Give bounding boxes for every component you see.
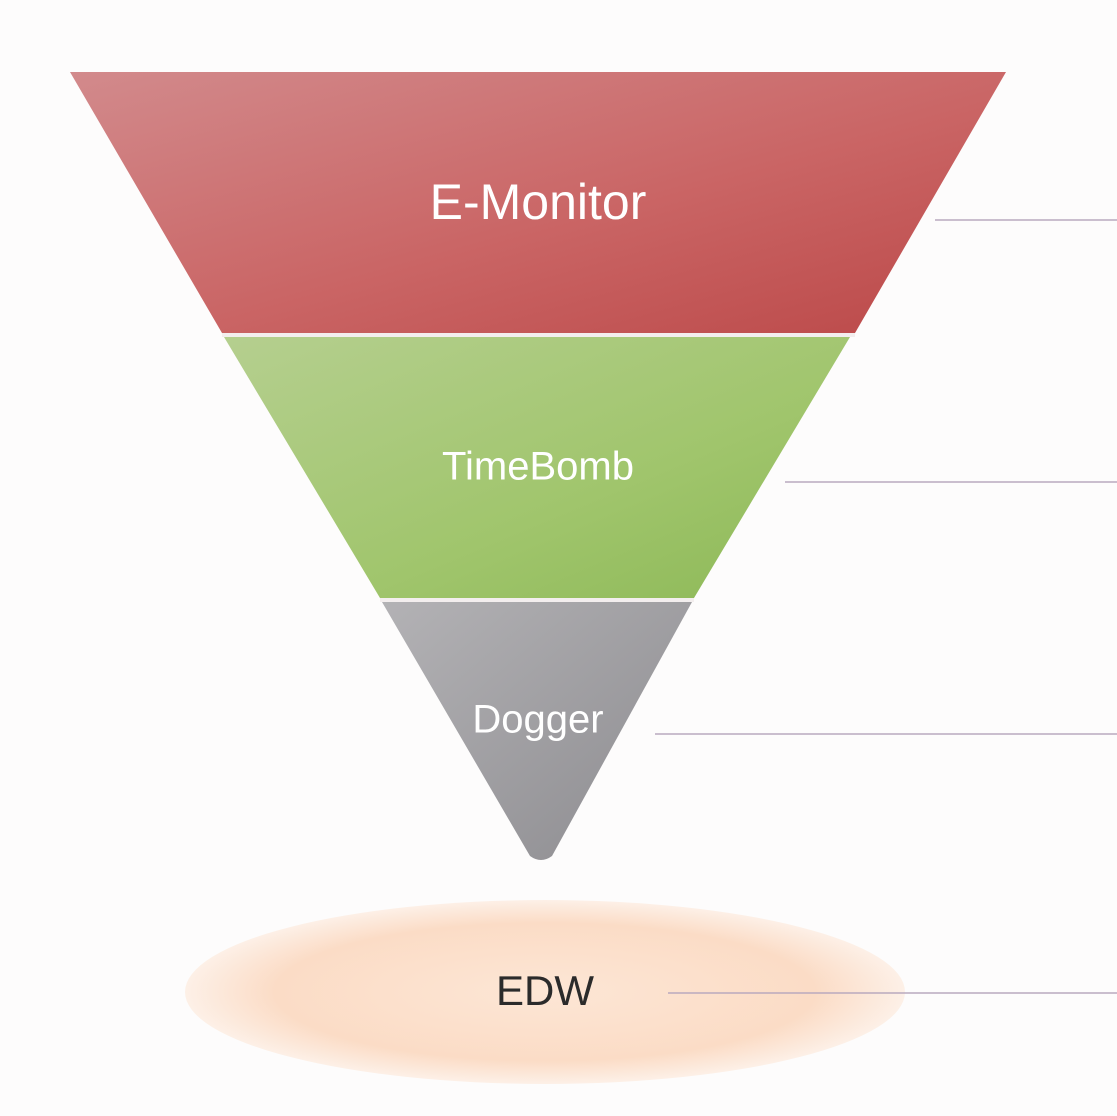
tier-label-timebomb: TimeBomb bbox=[442, 445, 634, 489]
tier-label-e-monitor: E-Monitor bbox=[430, 174, 647, 230]
tier-timebomb bbox=[224, 337, 850, 598]
base-edw-ellipse bbox=[185, 900, 905, 1084]
tier-e-monitor bbox=[70, 72, 1006, 333]
tier-label-dogger: Dogger bbox=[472, 698, 603, 742]
base-label-edw: EDW bbox=[496, 967, 594, 1014]
tier-dogger bbox=[382, 602, 692, 860]
